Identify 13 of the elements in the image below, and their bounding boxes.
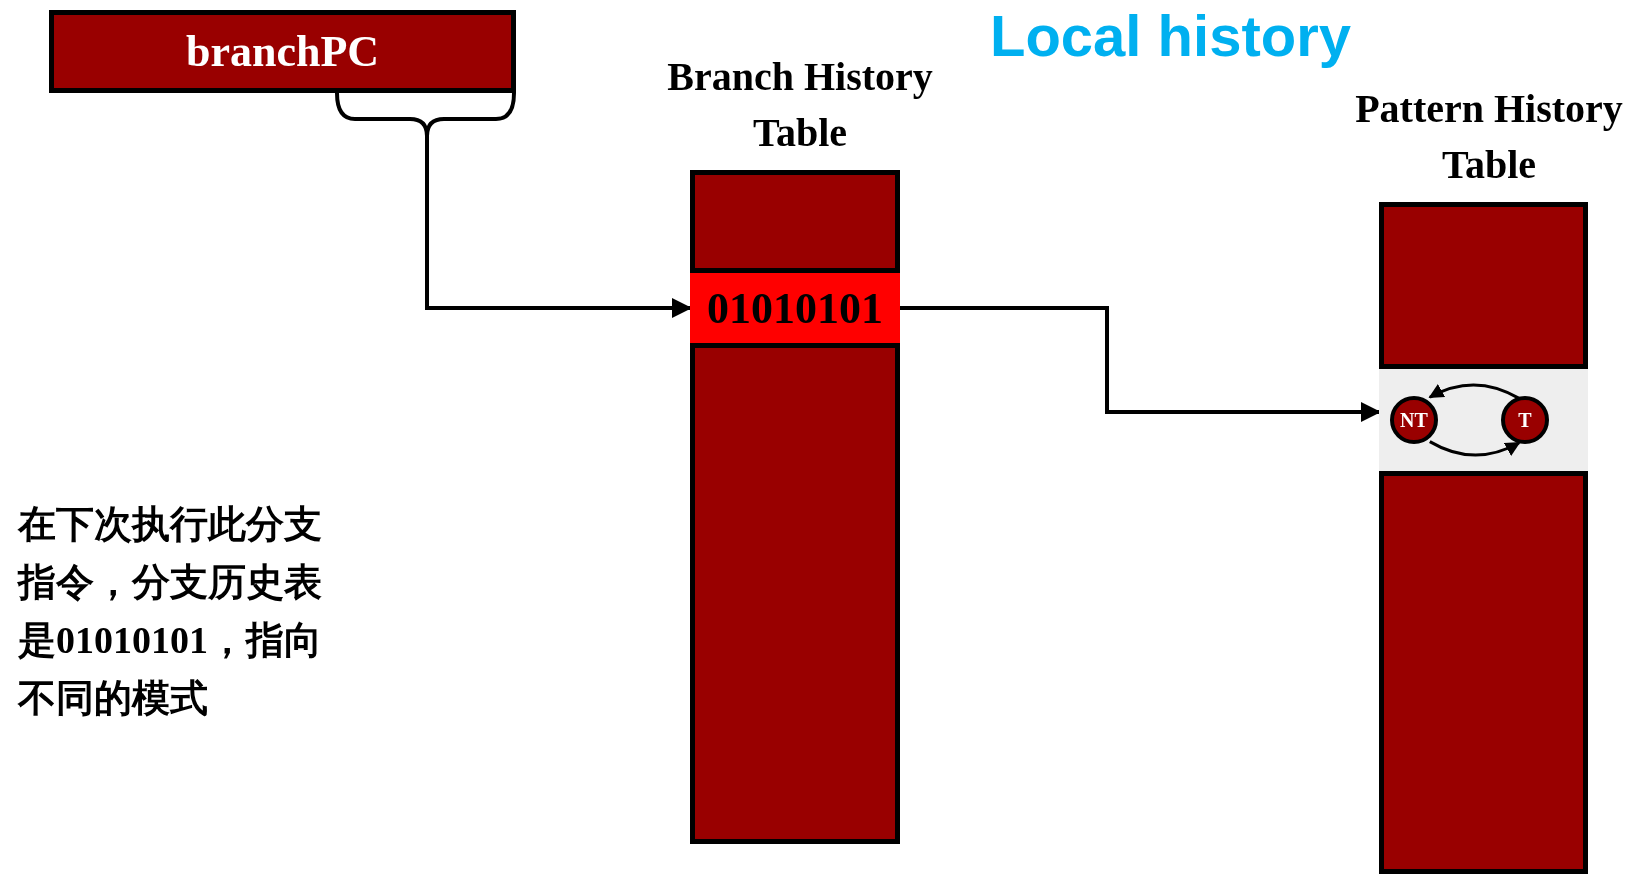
slide-title: Local history bbox=[990, 2, 1351, 70]
register-box: branchPC bbox=[49, 10, 516, 93]
note-text: 在下次执行此分支指令，分支历史表是01010101，指向不同的模式 bbox=[18, 502, 323, 721]
transition-arrow bbox=[1428, 383, 1520, 400]
state-circle: T bbox=[1501, 396, 1549, 444]
state-circle: NT bbox=[1390, 396, 1438, 444]
arrow bbox=[425, 136, 692, 318]
table-entry bbox=[1379, 364, 1588, 476]
table-title: Branch History Table bbox=[666, 53, 934, 157]
transition-arrow bbox=[1429, 440, 1521, 457]
table-title: Pattern History Table bbox=[1354, 85, 1624, 189]
table-entry: 01010101 bbox=[690, 268, 900, 348]
arrow bbox=[900, 306, 1381, 422]
